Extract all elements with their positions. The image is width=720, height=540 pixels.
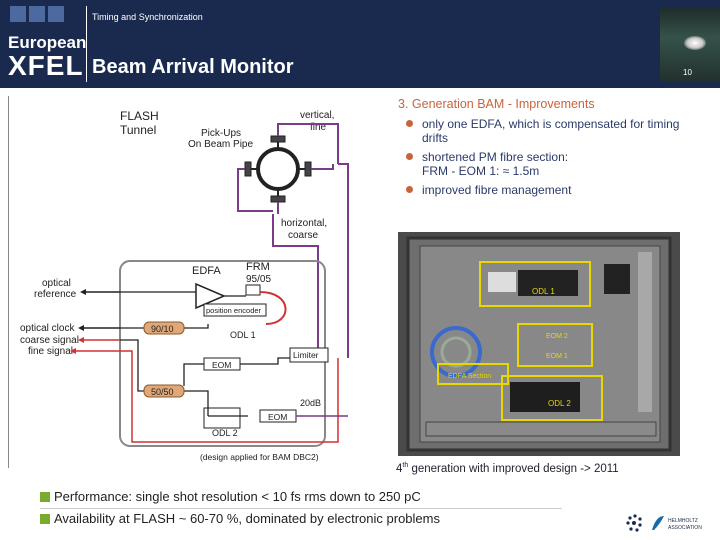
improvement-item: only one EDFA, which is compensated for … <box>406 117 708 145</box>
partner-name-2: ASSOCIATION <box>668 525 702 531</box>
optical-clock-label: optical clock <box>20 323 75 334</box>
edfa-label: EDFA <box>192 265 221 277</box>
horizontal-label-2: coarse <box>288 230 318 241</box>
photo-odl2-region <box>501 375 603 421</box>
frm-label-1: FRM <box>246 261 270 273</box>
slide-header: European XFEL Timing and Synchronization… <box>0 0 720 88</box>
coarse-signal-label: coarse signal <box>20 335 79 346</box>
photo-caption: 4th generation with improved design -> 2… <box>396 462 696 475</box>
photo-edfa-label: EDFA Section <box>448 373 491 380</box>
logo-line-1: European <box>8 33 87 52</box>
improvement-item-text: shortened PM fibre section: <box>422 150 569 164</box>
bullet-separator <box>40 508 562 509</box>
tunnel-label-2: Tunnel <box>120 123 156 137</box>
page-number: 10 <box>683 68 692 77</box>
eom-1-label: EOM <box>212 360 231 370</box>
caption-superscript: th <box>402 462 409 469</box>
position-encoder-label: position encoder <box>206 306 262 315</box>
xfel-logo: European XFEL <box>8 34 86 80</box>
splitter-50-50 <box>143 384 185 398</box>
slide-title: Beam Arrival Monitor <box>92 56 294 78</box>
tunnel-label-1: FLASH <box>120 109 159 123</box>
pickups-label-2: On Beam Pipe <box>188 139 253 150</box>
frm-label-2: 95/05 <box>246 274 271 285</box>
photo-odl1-region <box>479 261 591 307</box>
red-fibre-loop <box>259 291 287 325</box>
odl1-label: ODL 1 <box>230 330 256 340</box>
dots-logo-icon <box>626 514 642 532</box>
rf-cables <box>237 123 349 358</box>
eom-2-label: EOM <box>268 412 287 422</box>
odl2-box <box>203 407 241 429</box>
bullet-square <box>40 514 50 524</box>
partner-name-1: HELMHOLTZ <box>668 518 698 524</box>
horizontal-label-1: horizontal, <box>281 218 327 229</box>
improvement-item: improved fibre management <box>406 183 708 197</box>
splitter-90-10 <box>143 321 185 335</box>
photo-odl1-label: ODL 1 <box>532 287 555 296</box>
splitter-50-50-label: 50/50 <box>151 387 174 397</box>
design-note: (design applied for BAM DBC2) <box>200 452 319 462</box>
fibre-length-formula: FRM - EOM 1: ≈ 1.5m <box>422 164 540 178</box>
splitter-90-10-label: 90/10 <box>151 324 174 334</box>
attenuator-label: 20dB <box>300 398 321 408</box>
vertical-label-2: fine <box>310 122 327 133</box>
summary-bullet-text: Availability at FLASH ~ 60-70 %, dominat… <box>54 511 440 526</box>
improvements-box: 3. Generation BAM - Improvements only on… <box>398 97 708 231</box>
diagram-frame-line <box>8 96 9 468</box>
red-signal-line <box>120 350 339 443</box>
summary-bullets: Performance: single shot resolution < 10… <box>40 486 560 530</box>
summary-bullet: Availability at FLASH ~ 60-70 %, dominat… <box>40 508 560 530</box>
edfa-amplifier <box>195 282 226 310</box>
caption-prefix: 4 <box>396 462 403 475</box>
frm-box <box>245 284 261 296</box>
improvement-item: shortened PM fibre section:FRM - EOM 1: … <box>406 150 708 178</box>
photo-eom-region <box>517 323 593 367</box>
summary-bullet: Performance: single shot resolution < 10… <box>40 486 560 508</box>
bam-schematic: FLASH Tunnel Pick-Ups On Beam Pipe verti… <box>20 109 349 462</box>
header-divider <box>86 6 87 82</box>
optical-reference-label-1: optical <box>42 278 71 289</box>
limiter-box <box>289 347 329 363</box>
logo-squares <box>10 6 67 27</box>
logo-line-2: XFEL <box>8 50 84 81</box>
fine-signal-label: fine signal <box>28 346 73 357</box>
photo-eom2-label: EOM 2 <box>546 333 568 340</box>
pickups-label-1: Pick-Ups <box>201 128 241 139</box>
photo-eom1-label: EOM 1 <box>546 353 568 360</box>
optical-reference-label-2: reference <box>34 289 77 300</box>
helmholtz-leaf-icon <box>652 516 664 530</box>
vertical-label-1: vertical, <box>300 110 334 121</box>
bullet-square <box>40 492 50 502</box>
section-label: Timing and Synchronization <box>92 12 203 22</box>
summary-bullet-text: Performance: single shot resolution < 10… <box>54 489 421 504</box>
pickup-ring <box>244 135 312 203</box>
caption-rest: generation with improved design -> 2011 <box>408 462 619 475</box>
odl2-label: ODL 2 <box>212 428 238 438</box>
bam-hardware-photo: ODL 1 EOM 2 EOM 1 EDFA Section ODL 2 <box>398 232 680 456</box>
position-encoder-box <box>203 303 267 317</box>
photo-edfa-region <box>437 363 509 385</box>
header-photo <box>660 8 720 82</box>
photo-odl2-label: ODL 2 <box>548 399 571 408</box>
partner-logos: HELMHOLTZ ASSOCIATION <box>626 514 702 532</box>
limiter-label: Limiter <box>293 350 319 360</box>
improvements-heading: 3. Generation BAM - Improvements <box>398 97 595 111</box>
eom-1 <box>203 357 241 371</box>
